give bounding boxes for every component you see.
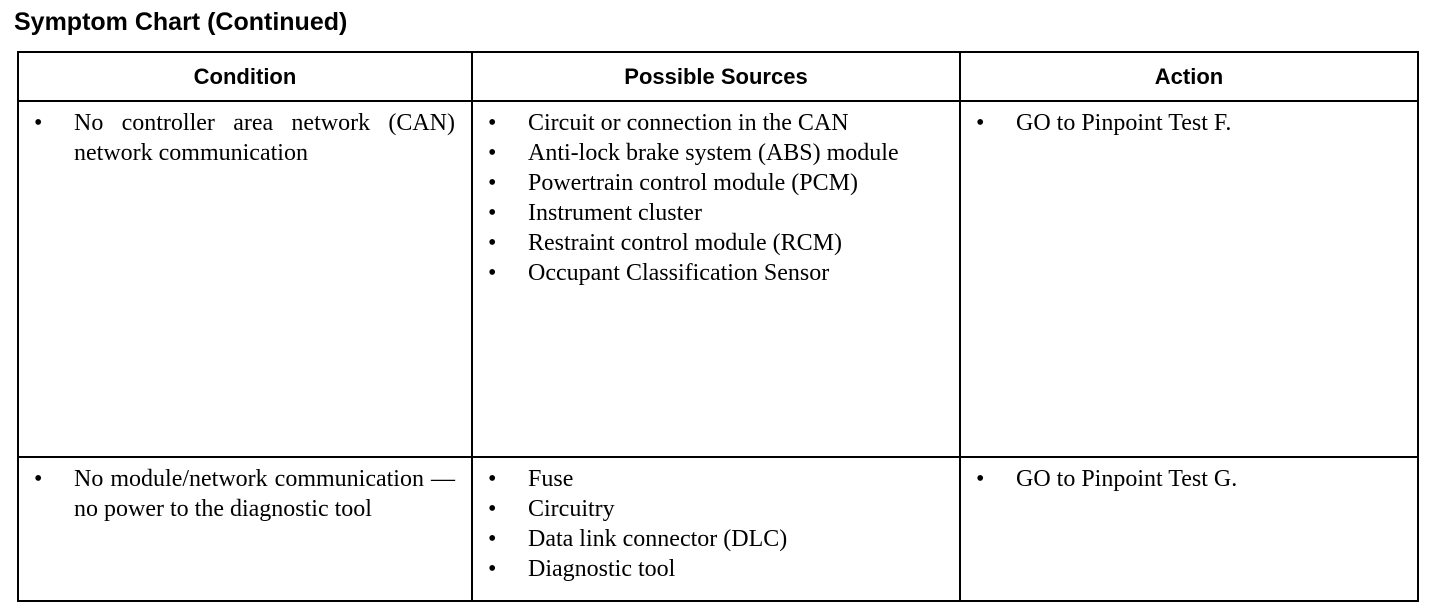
list-item-label: Occupant Classification Sensor xyxy=(528,260,830,286)
list-item-label: GO to Pinpoint Test F. xyxy=(1016,110,1232,136)
action-list: • GO to Pinpoint Test G. xyxy=(961,464,1411,494)
list-item-label: Anti-lock brake system (ABS) module xyxy=(528,140,899,166)
list-item: • Anti-lock brake system (ABS) module xyxy=(473,138,953,168)
list-item-label: Restraint control module (RCM) xyxy=(528,230,842,256)
condition-list: • No module/network communication — no p… xyxy=(19,464,465,524)
list-item: • Restraint control module (RCM) xyxy=(473,228,953,258)
column-header-action: Action xyxy=(959,51,1419,102)
bullet-icon: • xyxy=(488,556,497,582)
bullet-icon: • xyxy=(488,526,497,552)
list-item-label: Data link connector (DLC) xyxy=(528,526,788,552)
possible-sources-list: • Circuit or connection in the CAN • Ant… xyxy=(473,108,953,288)
bullet-icon: • xyxy=(488,230,497,256)
list-item: • GO to Pinpoint Test F. xyxy=(961,108,1411,138)
list-item: • Fuse xyxy=(473,464,953,494)
bullet-icon: • xyxy=(976,466,985,492)
column-header-condition: Condition xyxy=(17,51,473,102)
action-list: • GO to Pinpoint Test F. xyxy=(961,108,1411,138)
bullet-icon: • xyxy=(488,496,497,522)
list-item: • No controller area network (CAN) netwo… xyxy=(19,108,465,168)
cell-action: • GO to Pinpoint Test F. xyxy=(959,100,1419,458)
list-item-label: Instrument cluster xyxy=(528,200,702,226)
list-item-label: Powertrain control module (PCM) xyxy=(528,170,858,196)
bullet-icon: • xyxy=(34,110,43,136)
cell-condition: • No module/network communication — no p… xyxy=(17,456,473,602)
list-item: • Instrument cluster xyxy=(473,198,953,228)
table-row: • No controller area network (CAN) netwo… xyxy=(17,100,1419,458)
list-item: • Powertrain control module (PCM) xyxy=(473,168,953,198)
column-header-possible-sources: Possible Sources xyxy=(471,51,961,102)
cell-possible-sources: • Circuit or connection in the CAN • Ant… xyxy=(471,100,961,458)
list-item: • Occupant Classification Sensor xyxy=(473,258,953,288)
cell-action: • GO to Pinpoint Test G. xyxy=(959,456,1419,602)
cell-possible-sources: • Fuse • Circuitry • Data link connector… xyxy=(471,456,961,602)
list-item-label: Diagnostic tool xyxy=(528,556,676,582)
list-item: • No module/network communication — no p… xyxy=(19,464,465,524)
possible-sources-list: • Fuse • Circuitry • Data link connector… xyxy=(473,464,953,584)
bullet-icon: • xyxy=(488,200,497,226)
bullet-icon: • xyxy=(488,140,497,166)
list-item-label: No module/network communication — no pow… xyxy=(74,466,455,522)
list-item: • Data link connector (DLC) xyxy=(473,524,953,554)
list-item-label: GO to Pinpoint Test G. xyxy=(1016,466,1238,492)
table-header-row: Condition Possible Sources Action xyxy=(17,51,1419,102)
bullet-icon: • xyxy=(488,170,497,196)
list-item-label: Circuitry xyxy=(528,496,615,522)
symptom-chart-table: Condition Possible Sources Action • No c… xyxy=(17,51,1419,602)
list-item-label: No controller area network (CAN) network… xyxy=(74,110,455,166)
list-item-label: Fuse xyxy=(528,466,574,492)
list-item: • Circuit or connection in the CAN xyxy=(473,108,953,138)
page-title: Symptom Chart (Continued) xyxy=(14,8,348,36)
list-item: • Diagnostic tool xyxy=(473,554,953,584)
bullet-icon: • xyxy=(976,110,985,136)
table-row: • No module/network communication — no p… xyxy=(17,456,1419,602)
list-item: • Circuitry xyxy=(473,494,953,524)
list-item: • GO to Pinpoint Test G. xyxy=(961,464,1411,494)
cell-condition: • No controller area network (CAN) netwo… xyxy=(17,100,473,458)
bullet-icon: • xyxy=(488,110,497,136)
bullet-icon: • xyxy=(488,260,497,286)
bullet-icon: • xyxy=(488,466,497,492)
bullet-icon: • xyxy=(34,466,43,492)
symptom-chart-page: Symptom Chart (Continued) Condition Poss… xyxy=(14,8,1419,602)
condition-list: • No controller area network (CAN) netwo… xyxy=(19,108,465,168)
list-item-label: Circuit or connection in the CAN xyxy=(528,110,849,136)
